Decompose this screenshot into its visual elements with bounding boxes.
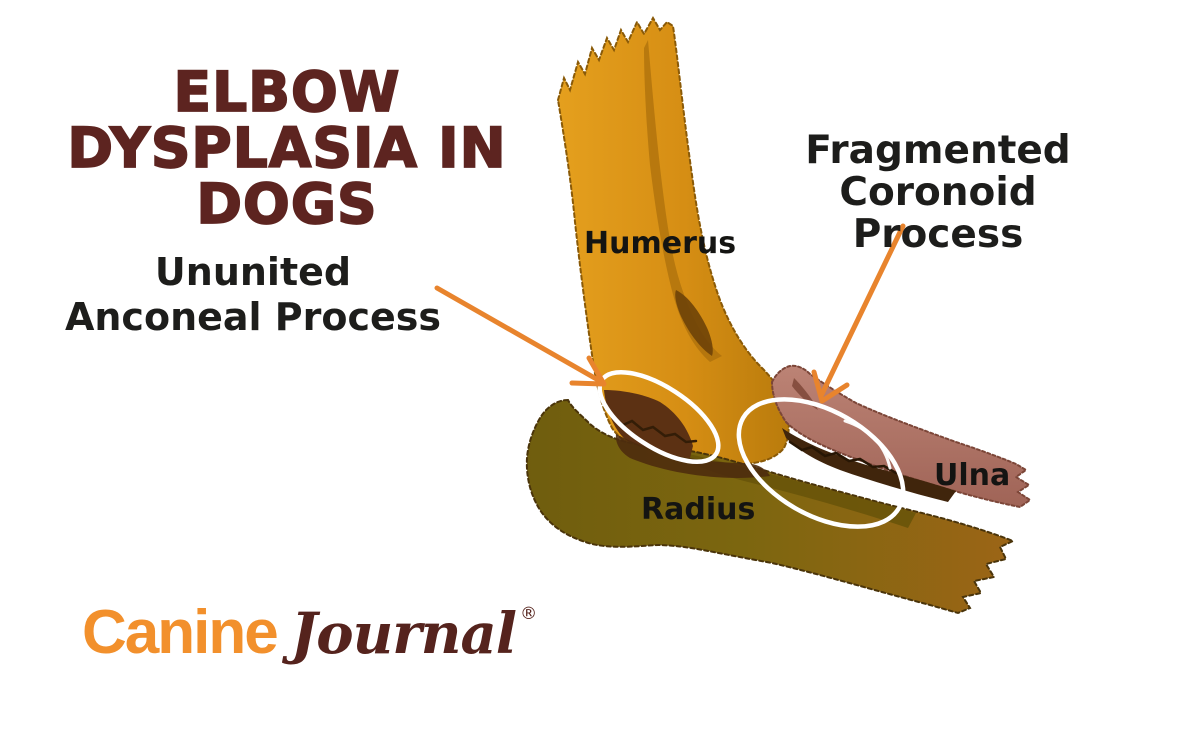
- registered-trademark-icon: ®: [520, 604, 538, 624]
- callout-fragmented-line-2: Process: [852, 212, 1024, 257]
- title-line-3: DOGS: [196, 172, 378, 236]
- fragmented-arrow-head: [811, 369, 850, 404]
- radius-label: Radius: [641, 492, 756, 527]
- coronoid-highlight-ring: [736, 397, 906, 529]
- ulna-bone-shape: [770, 364, 1032, 509]
- trochlea-shadow-band: [615, 434, 770, 478]
- callout-fragmented-coronoid-process: Fragmented Coronoid Process: [738, 130, 1138, 256]
- canine-journal-logo: Canine Journal ®: [82, 598, 538, 667]
- humerus-bone: [556, 15, 790, 466]
- fragmented-arrow-line: [818, 223, 906, 399]
- coronoid-fragment-shadow: [782, 428, 956, 502]
- title-line-2: DYSPLASIA IN: [66, 116, 507, 180]
- title-line-1: ELBOW: [173, 60, 401, 124]
- page-title: ELBOW DYSPLASIA IN DOGS: [52, 60, 522, 236]
- humerus-label: Humerus: [584, 226, 737, 261]
- ununited-arrow-line: [434, 285, 603, 384]
- callout-arrows: [434, 223, 906, 404]
- callout-ununited-line-2: Anconeal Process: [64, 295, 442, 339]
- callout-ununited-anconeal-process: Ununited Anconeal Process: [53, 250, 453, 340]
- anconeal-crack-line: [610, 414, 698, 444]
- anconeal-fragment-shadow: [604, 390, 693, 458]
- coronoid-crack-line: [788, 440, 898, 475]
- ulna-label: Ulna: [934, 458, 1011, 493]
- coronoid-inner-highlight-arc: [843, 419, 892, 470]
- callout-ununited-line-1: Ununited: [154, 250, 352, 294]
- logo-word-journal: Journal: [290, 601, 517, 667]
- callout-fragmented-line-1: Fragmented Coronoid: [805, 128, 1071, 215]
- ununited-arrow-head: [569, 355, 607, 387]
- logo-word-canine: Canine: [82, 598, 279, 667]
- humerus-dark-blotch: [675, 290, 713, 356]
